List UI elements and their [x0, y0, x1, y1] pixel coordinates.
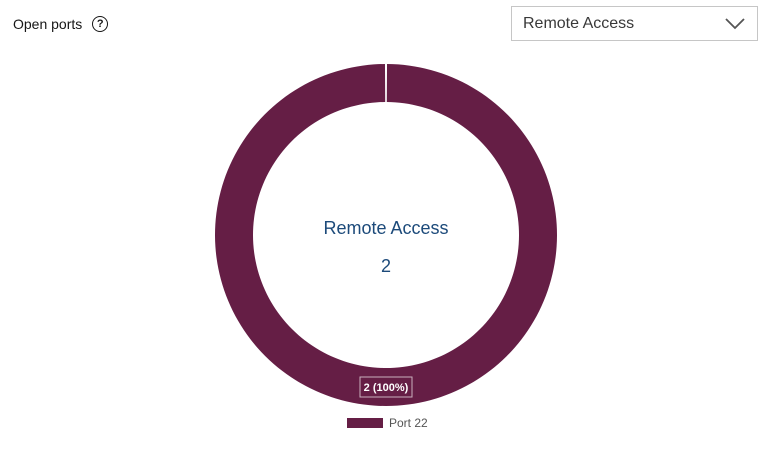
chevron-down-icon — [725, 17, 745, 29]
category-dropdown[interactable]: Remote Access — [511, 6, 758, 41]
dropdown-selected-value: Remote Access — [523, 14, 635, 32]
chart-center-value: 2 — [381, 256, 391, 276]
slice-data-label-text: 2 (100%) — [364, 382, 409, 394]
widget-title: Open ports — [13, 16, 83, 32]
chart-center-title: Remote Access — [323, 218, 448, 238]
legend-swatch — [347, 418, 383, 428]
widget-header: Open ports ? — [13, 16, 109, 32]
slice-data-label-box — [359, 376, 413, 398]
legend-item[interactable]: Port 22 — [347, 416, 428, 430]
legend-label: Port 22 — [389, 416, 428, 430]
question-circle-icon[interactable]: ? — [92, 16, 109, 32]
slice-data-label: 2 (100%) — [359, 376, 413, 398]
